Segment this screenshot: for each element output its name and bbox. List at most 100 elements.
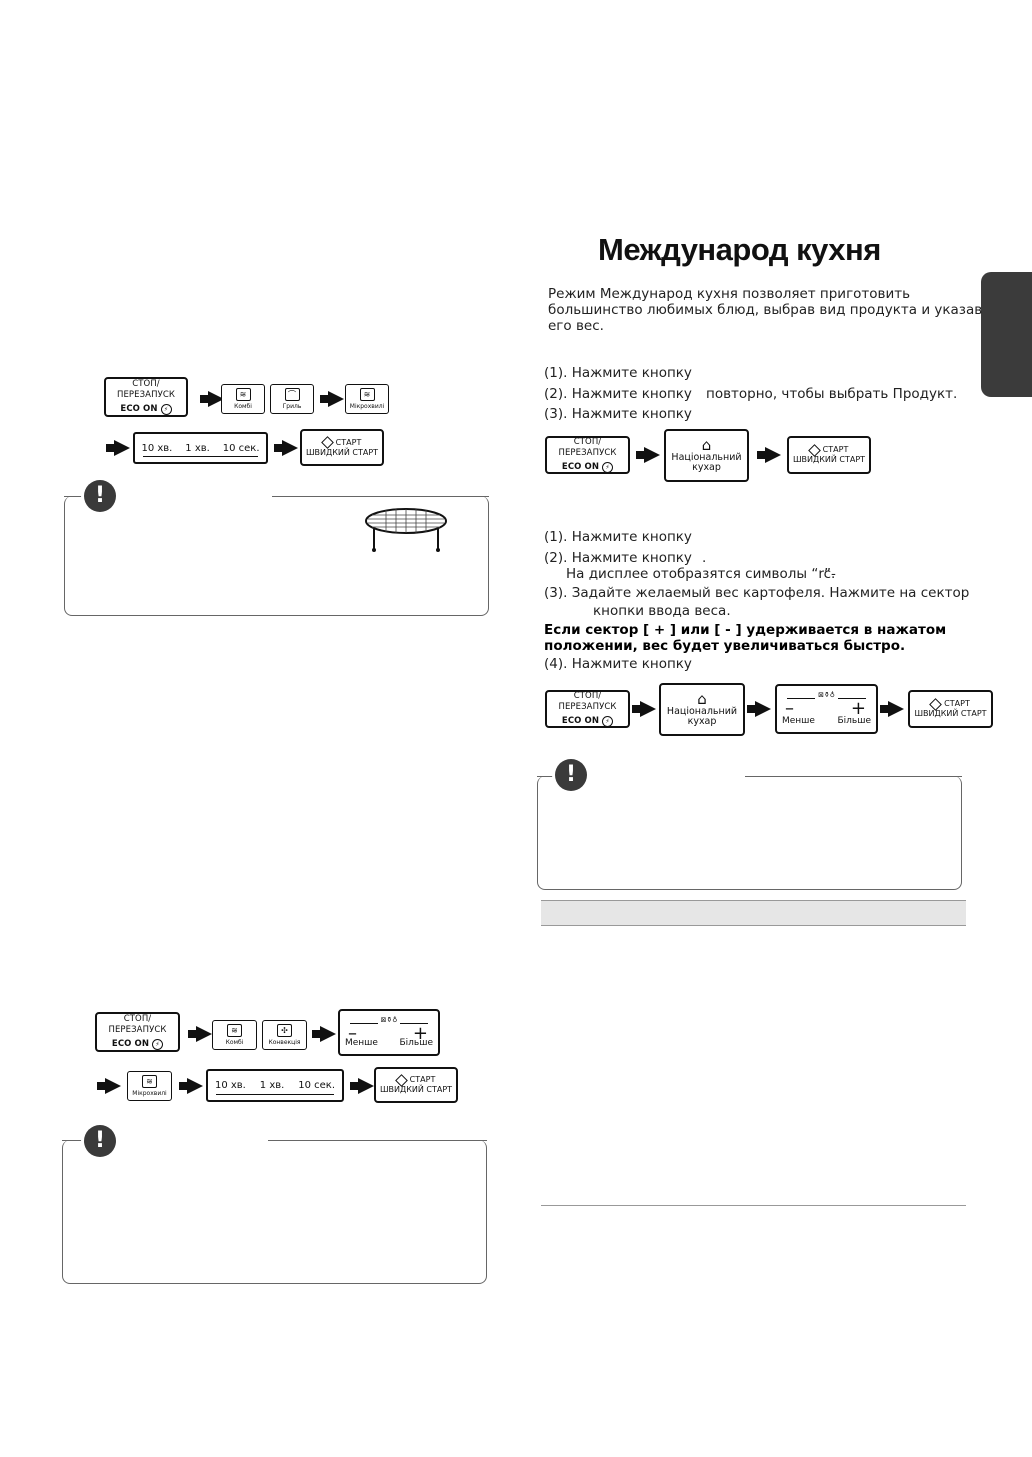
step-text: (2). Нажмите кнопку [544,550,692,566]
arrow-icon [636,447,660,463]
start-key: СТАРТ ШВИДКИЙ СТАРТ [908,690,993,728]
eco-icon: ⚡ [602,461,614,473]
arrow-icon [320,391,344,407]
intro-line: его вес. [548,318,604,334]
note-top-line [62,1140,84,1141]
kombi-key: ≋ Комбі [212,1020,257,1050]
less-label: Менше [782,715,815,726]
convection-icon: ✣ [277,1023,292,1037]
convection-key: ✣ Конвекція [262,1020,307,1050]
rack-icon [365,508,447,552]
note-box [64,496,489,616]
start-key: СТАРТ ШВИДКИЙ СТАРТ [374,1067,458,1103]
note-box [537,776,962,890]
time-10min: 10 хв. [141,442,173,454]
stop-reset-key: СТОП/ПЕРЕЗАПУСК ECO ON⚡ [545,436,630,474]
arrow-icon [274,440,298,456]
stop-key-label: СТОП/ПЕРЕЗАПУСК [558,691,617,712]
kombi-label: Комбі [225,1038,244,1046]
table-header [541,900,966,926]
start-key: СТАРТ ШВИДКИЙ СТАРТ [300,429,384,466]
more-label: Більше [399,1037,433,1048]
weight-key: ⊠⚱♁ – + Менше Більше [338,1009,440,1056]
home-icon: ⌂ [701,435,712,454]
time-1min: 1 хв. [185,442,210,454]
eco-icon: ⚡ [160,403,172,415]
intro-line: большинство любимых блюд, выбрав вид про… [548,302,983,318]
plus-icon: + [850,698,866,719]
intro-line: Режим Международ кухня позволяет пригото… [548,286,911,302]
bold-note: Если сектор [ + ] или [ - ] удерживается… [544,622,947,638]
arrow-icon [632,701,656,717]
national-cook-key: ⌂ Національний кухар [659,683,745,736]
time-1min: 1 хв. [259,1080,285,1091]
start-top: СТАРТ [929,697,970,711]
eco-on-label: ECO ON⚡ [562,715,614,727]
warning-icon: ! [84,480,116,512]
eco-on-label: ECO ON⚡ [120,403,172,415]
grill-key: ⌒ Гриль [270,384,314,414]
more-label: Більше [837,715,871,726]
start-top: СТАРТ [320,436,361,449]
eco-on-label: ECO ON⚡ [562,461,614,473]
arrow-icon [880,701,904,717]
step-text: . [702,550,707,566]
weight-key: ⊠⚱♁ – + Менше Більше [775,684,878,734]
kombi-icon: ≋ [235,387,251,401]
step-text: (3). Нажмите кнопку [544,406,692,422]
step-text: (1). Нажмите кнопку [544,529,692,545]
eco-icon: ⚡ [152,1038,164,1050]
stop-key-label: СТОП/ПЕРЕЗАПУСК [108,1014,167,1035]
time-10sec: 10 сек. [298,1080,336,1091]
food-icons: ⊠⚱♁ [777,691,876,700]
microwave-label: Мікрохвилі [132,1089,167,1097]
stop-reset-key: СТОП/ПЕРЕЗАПУСК ECO ON⚡ [104,377,188,417]
plus-icon: + [412,1023,428,1044]
note-top-line [745,776,962,777]
stop-reset-key: СТОП/ПЕРЕЗАПУСК ECO ON⚡ [95,1012,180,1052]
food-icons: ⊠⚱♁ [340,1016,438,1025]
microwave-label: Мікрохвилі [349,402,385,410]
warning-icon: ! [555,759,587,791]
microwave-icon: ≋ [142,1074,157,1088]
kombi-label: Комбі [234,402,252,410]
chapter-tab [981,272,1032,397]
arrow-icon [179,1078,203,1094]
quick-start-label: ШВИДКИЙ СТАРТ [914,709,987,718]
start-key: СТАРТ ШВИДКИЙ СТАРТ [787,436,871,474]
arrow-icon [97,1078,121,1094]
start-top: СТАРТ [394,1073,435,1087]
note-top-line [268,1140,487,1141]
less-label: Менше [345,1037,378,1048]
step-text: повторно, чтобы выбрать Продукт. [706,386,958,402]
step-text: На дисплее отобразятся символы “rc- [566,566,836,582]
arrow-icon [106,440,130,456]
time-keys: 10 хв. 1 хв. 10 сек. [133,432,268,464]
microwave-icon: ≋ [359,387,375,401]
table-bottom-line [541,1205,966,1206]
arrow-icon [350,1078,374,1094]
arrow-icon [312,1026,336,1042]
cook-label-1: Національний [671,451,742,463]
note-top-line [537,776,554,777]
arrow-icon [188,1026,212,1042]
quick-start-label: ШВИДКИЙ СТАРТ [792,455,866,464]
arrow-icon [200,391,224,407]
warning-icon: ! [84,1125,116,1157]
step-text: (1). Нажмите кнопку [544,365,692,381]
step-text: кнопки ввода веса. [593,603,731,619]
page-title: Международ кухня [598,232,881,267]
convection-label: Конвекція [268,1038,301,1046]
grill-label: Гриль [282,402,302,410]
stop-key-label: СТОП/ПЕРЕЗАПУСК [116,379,176,400]
cook-label-2: кухар [692,462,721,473]
quick-start-label: ШВИДКИЙ СТАРТ [305,447,379,457]
quick-start-label: ШВИДКИЙ СТАРТ [379,1085,453,1094]
microwave-key: ≋ Мікрохвилі [127,1071,172,1101]
step-text: (2). Нажмите кнопку [544,386,692,402]
cook-label-2: кухар [687,716,717,727]
minus-icon: – [785,698,794,719]
national-cook-key: ⌂ Національний кухар [664,429,749,482]
kombi-key: ≋ Комбі [221,384,265,414]
time-10min: 10 хв. [214,1080,246,1091]
